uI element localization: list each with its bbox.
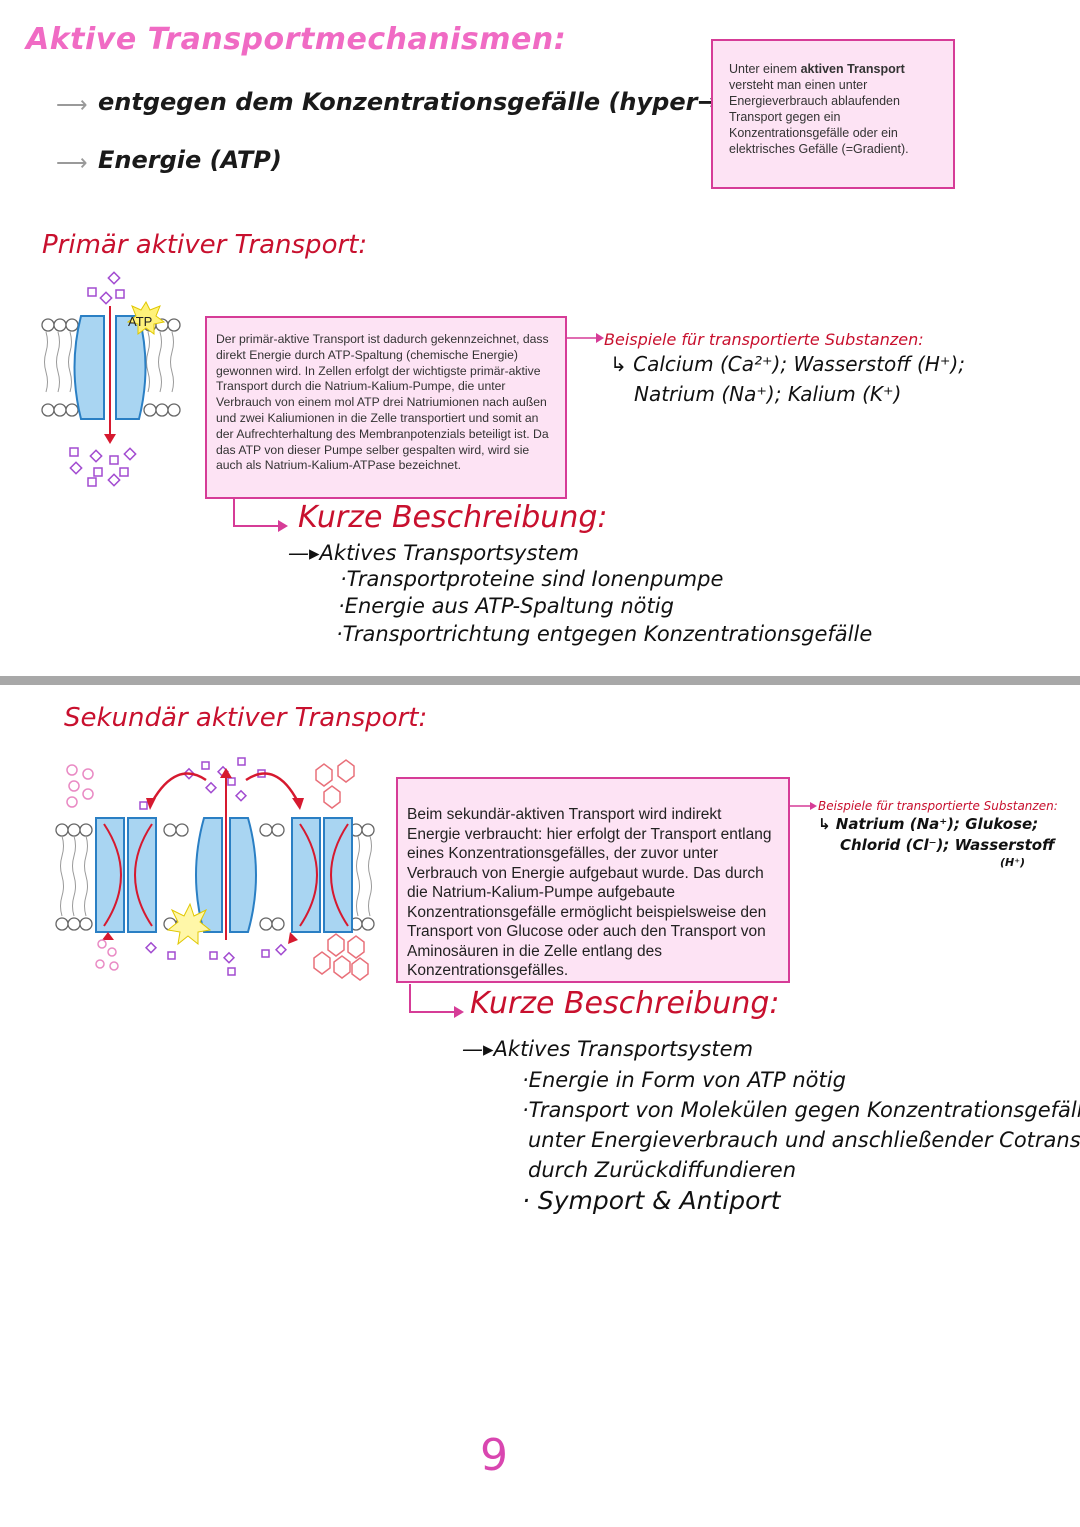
definition-bold: aktiven Transport [800, 62, 905, 76]
arrow-right-icon: ⟶ [56, 92, 88, 117]
primary-examples-line1: ↳ Calcium (Ca²⁺); Wasserstoff (H⁺); [610, 352, 965, 376]
secondary-short-item: durch Zurückdiffundieren [528, 1158, 797, 1182]
secondary-section-title: Sekundär aktiver Transport: [64, 703, 428, 733]
primary-short-item: ·Transportproteine sind Ionenpumpe [340, 567, 724, 591]
secondary-examples-line3: (H⁺) [1000, 856, 1026, 869]
definition-box: Unter einem aktiven Transport versteht m… [711, 39, 955, 189]
bent-arrow-icon [409, 984, 464, 1018]
primary-examples-title: Beispiele für transportierte Substanzen: [604, 330, 924, 349]
secondary-short-item: · Symport & Antiport [522, 1186, 781, 1215]
header-point-1: entgegen dem Konzentrationsgefälle (hype… [98, 88, 795, 116]
secondary-examples-line1: ↳ Natrium (Na⁺); Glukose; [818, 815, 1039, 833]
arrow-right-icon: ⟶ [56, 150, 88, 175]
secondary-short-title: Kurze Beschreibung: [470, 986, 780, 1021]
primary-examples-line2: Natrium (Na⁺); Kalium (K⁺) [634, 382, 902, 406]
secondary-short-item: —▸Aktives Transportsystem [462, 1037, 754, 1061]
arrow-right-icon [790, 802, 817, 810]
primary-pump-diagram: ATP [41, 271, 181, 487]
arrow-right-icon [566, 333, 604, 343]
bent-arrow-icon [233, 498, 288, 532]
header-point-2: Energie (ATP) [98, 146, 282, 174]
secondary-short-item: unter Energieverbrauch und anschließende… [528, 1128, 1080, 1152]
secondary-examples-line2: Chlorid (Cl⁻); Wasserstoff [840, 836, 1055, 854]
primary-short-item: —▸Aktives Transportsystem [288, 541, 580, 565]
primary-short-item: ·Transportrichtung entgegen Konzentratio… [336, 622, 873, 646]
section-divider [0, 676, 1080, 685]
secondary-transport-diagram [55, 757, 375, 981]
primary-short-title: Kurze Beschreibung: [298, 500, 608, 535]
page-number: 9 [480, 1430, 508, 1481]
secondary-description-box: Beim sekundär-aktiven Transport wird ind… [396, 777, 790, 983]
primary-section-title: Primär aktiver Transport: [42, 230, 368, 260]
definition-prefix: Unter einem [729, 62, 801, 76]
secondary-short-item: ·Transport von Molekülen gegen Konzentra… [522, 1098, 1080, 1122]
secondary-examples-title: Beispiele für transportierte Substanzen: [818, 799, 1058, 813]
definition-suffix: versteht man einen unter Energieverbrauc… [729, 78, 909, 156]
primary-description-box: Der primär-aktive Transport ist dadurch … [205, 316, 567, 499]
page-title: Aktive Transportmechanismen: [26, 22, 567, 57]
secondary-short-item: ·Energie in Form von ATP nötig [522, 1068, 846, 1092]
atp-label: ATP [128, 314, 152, 329]
primary-short-item: ·Energie aus ATP-Spaltung nötig [338, 594, 674, 618]
